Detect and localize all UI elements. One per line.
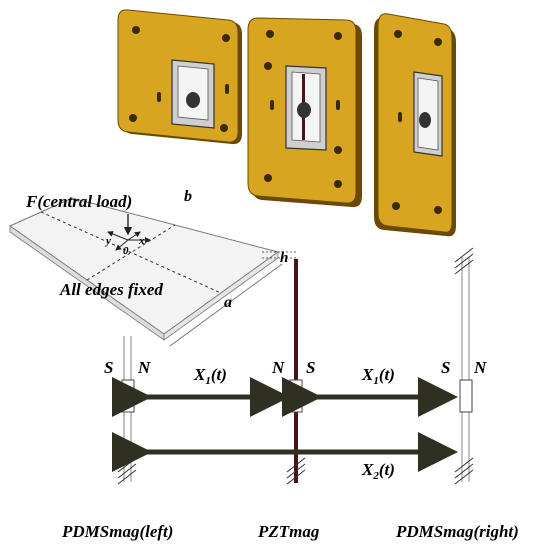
axis-y-label: y [104,235,111,247]
caption-center: PZTmag [257,522,320,541]
dimension-a: a [224,294,232,311]
right-membrane [454,247,474,485]
left-pole-n: N [137,358,151,377]
caption-right: PDMSmag(right) [395,522,519,541]
x1-left-label: X1(t) [193,365,227,387]
dimension-b: b [184,188,192,205]
x1-right-label: X1(t) [361,365,395,387]
load-label: F(central load) [25,192,132,211]
x2-label: X2(t) [361,460,395,482]
center-pole-n: N [271,358,285,377]
axis-x-label: x [138,235,145,247]
frame-center [247,17,362,208]
origin-label: 0 [123,245,129,257]
left-pole-s: S [104,358,113,377]
dimension-h: h [280,250,288,266]
right-pole-s: S [441,358,450,377]
right-pole-n: N [473,358,487,377]
left-membrane [117,336,137,485]
center-pole-s: S [306,358,315,377]
caption-left: PDMSmag(left) [61,522,173,541]
frame-left [117,9,242,145]
plate-diagram [8,197,296,347]
edges-label: All edges fixed [59,280,163,299]
frame-right [374,13,456,237]
